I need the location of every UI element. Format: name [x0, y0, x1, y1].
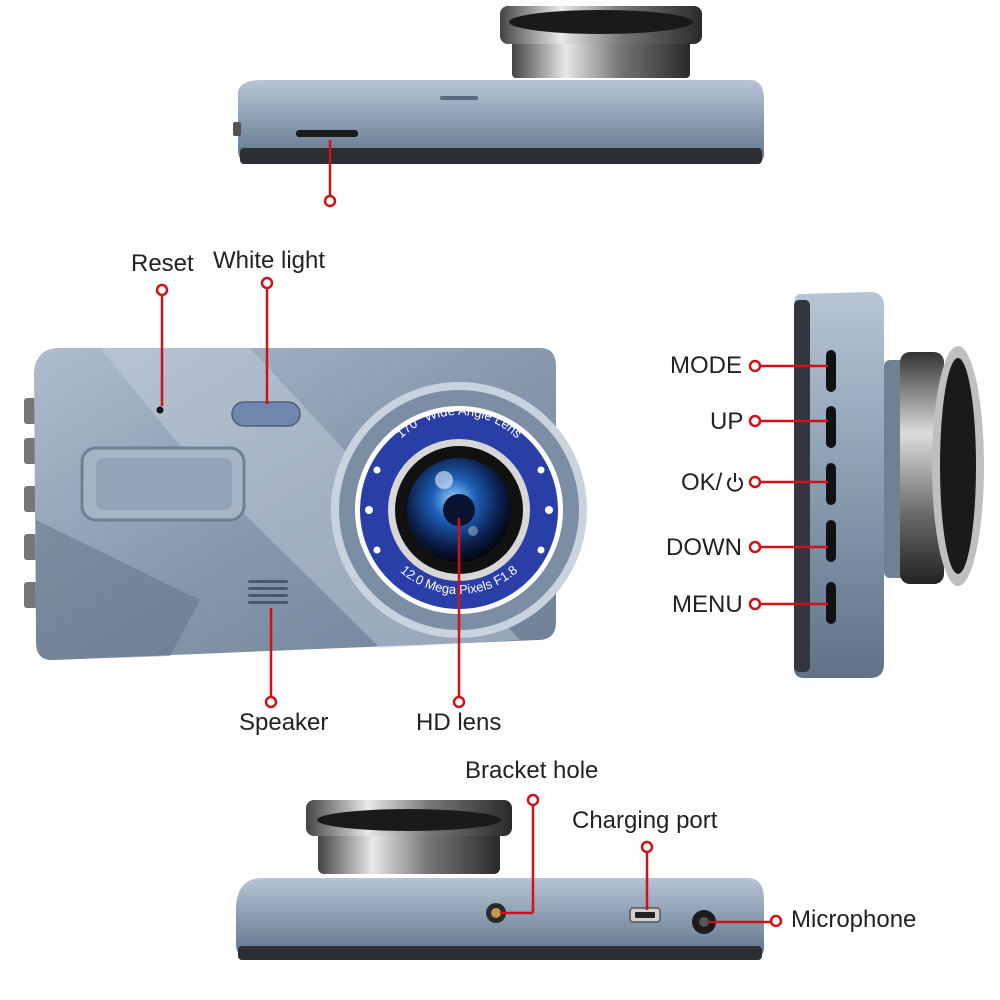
label-bracket-hole: Bracket hole [465, 757, 599, 784]
label-down: DOWN [666, 534, 742, 561]
label-mode: MODE [670, 352, 742, 379]
label-speaker: Speaker [239, 709, 329, 736]
down-key [826, 520, 836, 562]
reset-hole [156, 406, 164, 414]
label-reset: Reset [131, 250, 194, 277]
label-charging-port: Charging port [572, 807, 718, 834]
label-menu: MENU [672, 591, 743, 618]
up-key [826, 406, 836, 448]
speaker-grille [248, 580, 288, 604]
bottom-view-camera [236, 800, 764, 960]
ok-key [826, 463, 836, 505]
label-white-light: White light [213, 247, 326, 274]
power-icon [727, 473, 743, 492]
label-ok: OK/ [681, 469, 723, 496]
label-microphone: Microphone [791, 906, 917, 933]
hd-lens-assembly: 170° Wide Angle Lens 12.0 Mega Pixels F1… [331, 382, 587, 638]
side-view-camera [794, 292, 984, 678]
front-view-camera: 170° Wide Angle Lens 12.0 Mega Pixels F1… [24, 348, 587, 660]
top-view-camera [233, 6, 764, 164]
label-up: UP [710, 408, 744, 435]
menu-key [826, 582, 836, 624]
mode-key [826, 350, 836, 392]
label-hd-lens: HD lens [416, 709, 502, 736]
sd-card-slot [296, 130, 358, 137]
callouts [155, 140, 828, 928]
white-light [231, 401, 301, 427]
